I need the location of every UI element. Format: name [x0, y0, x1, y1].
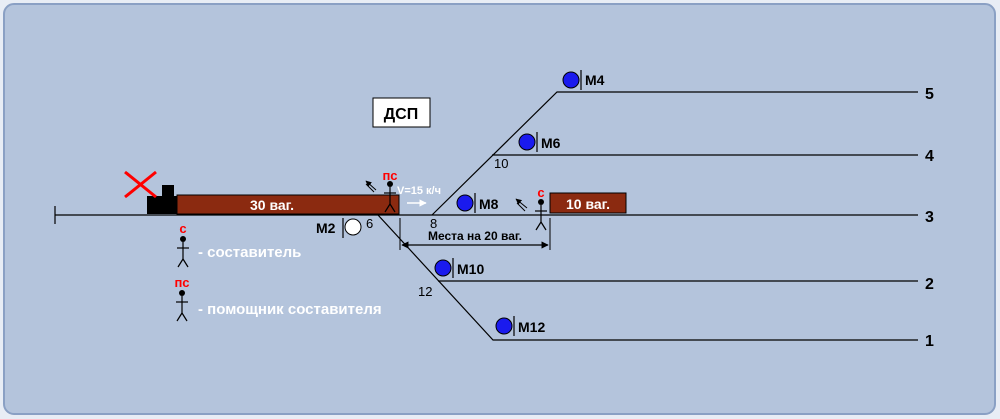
signal-m2-label: М2: [316, 220, 336, 236]
track-number-5: 5: [925, 86, 934, 103]
track-1-line: [377, 214, 918, 341]
switch-number-10: 10: [494, 156, 508, 171]
legend-assistant-head: [179, 290, 185, 296]
signal-m10-label: М10: [457, 261, 484, 277]
legend-assistant-leg-right: [181, 312, 188, 322]
signal-m8-light: [456, 194, 474, 212]
compiler-head: [538, 199, 544, 205]
signal-m4-light: [562, 71, 580, 89]
legend-assistant-text: - помощник составителя: [198, 301, 382, 318]
legend-assistant-leg-left: [176, 312, 183, 322]
assistant-direction-arrow: [365, 180, 377, 191]
assistant-mark: пс: [382, 168, 397, 183]
cancel-mark-stroke-2: [124, 170, 157, 199]
locomotive-cab: [162, 185, 174, 197]
compiler-figure-on-track: с: [515, 185, 547, 231]
dsp-box: [372, 97, 431, 128]
assistant-figure-on-track: пс: [365, 168, 398, 213]
signal-m8-label: М8: [479, 196, 499, 212]
compiler-direction-arrow: [515, 198, 528, 209]
signal-m10-light: [434, 259, 452, 277]
wagons-10: [549, 192, 627, 214]
places-label: Места на 20 ваг.: [428, 229, 522, 243]
signal-m12-light: [495, 317, 513, 335]
wagons-30-label: 30 ваг.: [250, 197, 294, 213]
legend-compiler-head: [180, 236, 186, 242]
assistant-leg-right: [389, 203, 396, 213]
main-train: 30 ваг.: [124, 170, 400, 215]
signal-m4: М4: [562, 70, 605, 90]
legend-compiler-text: - составитель: [198, 244, 301, 261]
legend-compiler: с - составитель: [177, 221, 301, 268]
track-number-3: 3: [925, 209, 934, 226]
signal-m10: М10: [434, 258, 484, 278]
assistant-leg-left: [384, 203, 391, 213]
legend: с - составитель пс - помощник составител…: [174, 221, 382, 322]
legend-compiler-leg-left: [177, 258, 184, 268]
diagram-panel: [3, 3, 996, 415]
track-5-line: [431, 91, 918, 216]
switch-number-6: 6: [366, 216, 373, 231]
track-lines: [54, 91, 918, 341]
track-number-4: 4: [925, 148, 934, 165]
wagons-30: [176, 194, 400, 215]
legend-assistant-mark: пс: [174, 275, 189, 290]
legend-compiler-leg-right: [182, 258, 189, 268]
compiler-mark: с: [537, 185, 544, 200]
legend-compiler-mark: с: [179, 221, 186, 236]
signal-m6: М6: [518, 132, 561, 152]
signal-m4-label: М4: [585, 72, 605, 88]
compiler-direction-stroke: [516, 202, 526, 212]
locomotive-body: [147, 196, 177, 214]
signal-m2: М2: [316, 218, 362, 238]
assistant-direction-stroke: [365, 183, 375, 193]
signal-m12-label: М12: [518, 319, 545, 335]
assistant-head: [387, 181, 393, 187]
dsp-label: ДСП: [384, 106, 418, 123]
right-train: 10 ваг.: [549, 192, 627, 214]
track-number-2: 2: [925, 276, 934, 293]
places-dimension: Места на 20 ваг.: [399, 218, 551, 250]
compiler-leg-left: [535, 221, 542, 231]
legend-assistant: пс - помощник составителя: [174, 275, 382, 322]
signal-m6-light: [518, 133, 536, 151]
signal-m6-label: М6: [541, 135, 561, 151]
signal-m8: М8: [456, 193, 499, 213]
wagons-10-label: 10 ваг.: [566, 196, 610, 212]
switch-number-8: 8: [430, 216, 437, 231]
speed-label: V=15 к/ч: [397, 185, 441, 197]
switch-number-12: 12: [418, 284, 432, 299]
signal-m2-light: [344, 218, 362, 236]
signal-m12: М12: [495, 316, 545, 336]
compiler-leg-right: [540, 221, 547, 231]
track-number-1: 1: [925, 333, 934, 350]
